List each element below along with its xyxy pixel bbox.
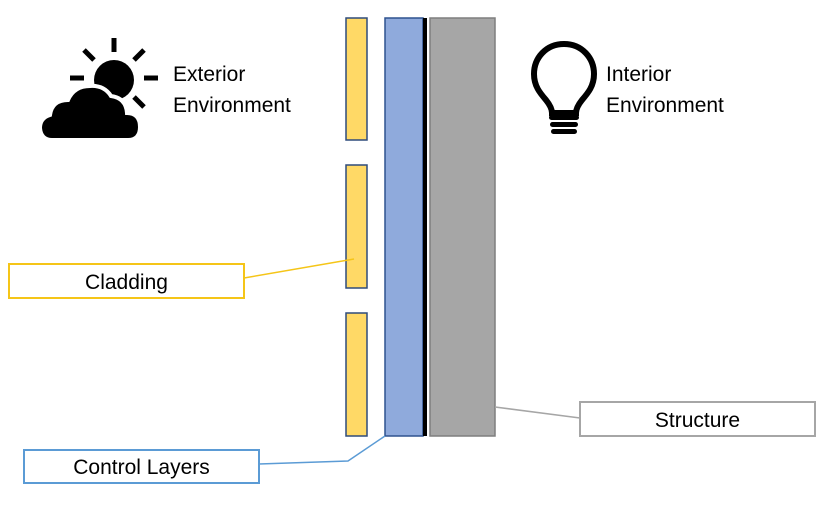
structure-callout-box	[579, 401, 816, 437]
exterior-label-2: Environment	[173, 94, 291, 117]
cladding-callout-text: Cladding	[85, 271, 168, 294]
sun-cloud-icon	[37, 38, 158, 142]
cladding-leader-line	[243, 258, 355, 279]
exterior-label: Exterior	[173, 63, 245, 86]
structure-layer	[429, 17, 496, 437]
control-layers-callout-text: Control Layers	[73, 456, 210, 479]
control-layers-callout-box	[23, 449, 260, 484]
light-bulb-icon	[530, 40, 598, 134]
structure-leader-line	[494, 406, 581, 419]
interior-label: Interior	[606, 63, 671, 86]
membrane-line	[423, 18, 427, 436]
control-layer	[384, 17, 424, 437]
interior-label-line1: Interior	[606, 63, 671, 86]
exterior-label-line2: Environment	[173, 94, 291, 117]
cladding-callout-box	[8, 263, 245, 299]
control-layers-leader-line	[258, 435, 386, 465]
cladding-panel-bottom	[345, 312, 368, 437]
cladding-panel-top	[345, 17, 368, 141]
cladding-panel-middle	[345, 164, 368, 289]
exterior-label-line1: Exterior	[173, 63, 245, 86]
interior-label-2: Environment	[606, 94, 724, 117]
structure-callout-text: Structure	[655, 409, 740, 432]
interior-label-line2: Environment	[606, 94, 724, 117]
